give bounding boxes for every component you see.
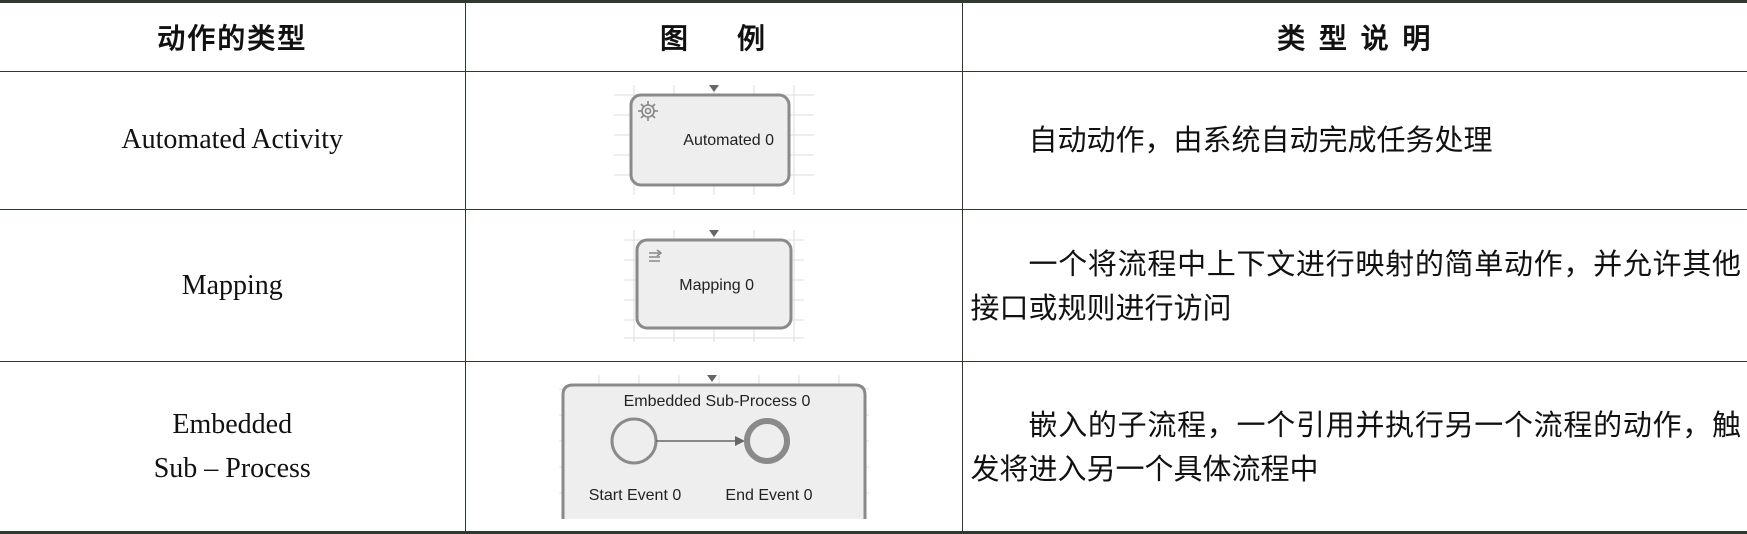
header-type: 动作的类型 [0, 0, 466, 72]
mapping-node [635, 238, 792, 329]
incoming-arrow-icon [706, 374, 717, 382]
figure-cell: Embedded Sub-Process 0 Start Event 0 End… [464, 361, 963, 534]
mapping-node-label: Mapping 0 [679, 277, 754, 294]
automated-node [629, 93, 790, 187]
end-event-node [743, 417, 790, 464]
incoming-arrow-icon [708, 85, 719, 93]
figure-cell: Automated 0 [464, 70, 963, 210]
header-description: 类 型 说 明 [961, 0, 1747, 72]
description-cell: 一个将流程中上下文进行映射的简单动作，并允许其他接口或规则进行访问 [961, 208, 1747, 363]
table-row: Embedded Sub – Process Embedded Sub-Proc… [0, 361, 1747, 534]
type-cell: Automated Activity [0, 70, 466, 210]
incoming-arrow-icon [708, 229, 719, 237]
mapping-icon [648, 248, 662, 262]
end-event-label: End Event 0 [725, 487, 812, 504]
type-line: Embedded [172, 408, 293, 440]
automated-activity-figure: Automated 0 [613, 85, 814, 196]
gear-icon [637, 101, 658, 122]
description-text: 一个将流程中上下文进行映射的简单动作，并允许其他接口或规则进行访问 [970, 246, 1742, 325]
table-row: Automated Activity [0, 70, 1747, 210]
start-event-label: Start Event 0 [588, 487, 681, 504]
figure-cell: Mapping 0 [464, 208, 963, 363]
embedded-subprocess-figure: Embedded Sub-Process 0 Start Event 0 End… [558, 374, 869, 519]
header-row: 动作的类型 图 例 类 型 说 明 [0, 0, 1747, 72]
start-event-node [610, 417, 657, 465]
type-cell: Embedded Sub – Process [0, 361, 466, 534]
description-text: 嵌入的子流程，一个引用并执行另一个流程的动作，触发将进入另一个具体流程中 [970, 407, 1742, 486]
arrowhead-icon [734, 435, 745, 446]
subprocess-title: Embedded Sub-Process 0 [623, 393, 810, 410]
type-cell: Mapping [0, 208, 466, 363]
description-cell: 自动动作，由系统自动完成任务处理 [961, 70, 1747, 210]
header-figure: 图 例 [464, 0, 963, 72]
table-row: Mapping Mapping [0, 208, 1747, 363]
type-line: Sub – Process [153, 452, 311, 484]
automated-node-label: Automated 0 [683, 132, 774, 149]
description-cell: 嵌入的子流程，一个引用并执行另一个流程的动作，触发将进入另一个具体流程中 [961, 361, 1747, 534]
description-text: 自动动作，由系统自动完成任务处理 [1028, 123, 1493, 158]
mapping-figure: Mapping 0 [623, 229, 804, 342]
